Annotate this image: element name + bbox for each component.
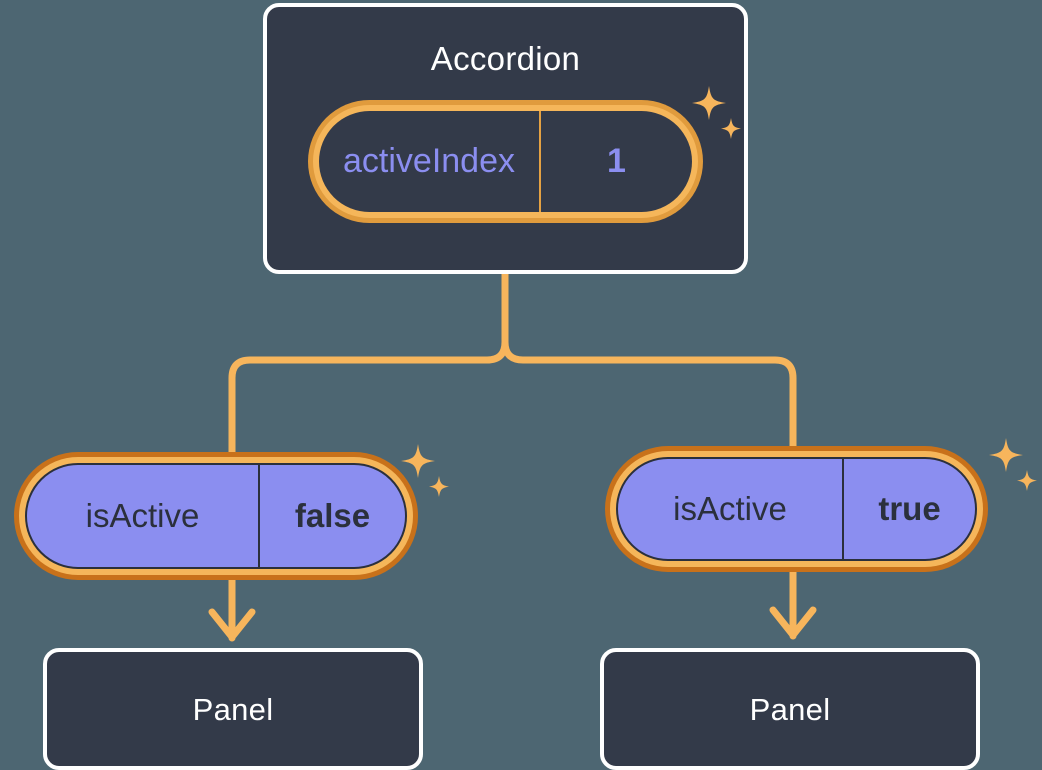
panel-title-left: Panel xyxy=(192,692,274,727)
accordion-title: Accordion xyxy=(430,40,581,77)
connector-root-to-branches xyxy=(501,270,797,459)
state-value-active-index: 1 xyxy=(607,142,626,180)
panel-title-right: Panel xyxy=(749,692,831,727)
panel-component-card-left[interactable]: Panel xyxy=(43,648,423,770)
state-key-active-index: activeIndex xyxy=(319,111,541,212)
state-pill-active-index[interactable]: activeIndex 1 xyxy=(308,100,703,223)
pill-body: isActive true xyxy=(616,457,977,561)
connector-root-to-left-branch xyxy=(228,338,509,464)
pill-body: isActive false xyxy=(25,463,407,569)
state-key-is-active-left: isActive xyxy=(27,465,260,567)
state-pill-is-active-right[interactable]: isActive true xyxy=(605,446,988,572)
panel-component-card-right[interactable]: Panel xyxy=(600,648,980,770)
state-value-is-active-right: true xyxy=(878,490,941,527)
connector-right-state-to-panel xyxy=(769,566,817,640)
state-pill-is-active-left[interactable]: isActive false xyxy=(14,452,418,580)
pill-body: activeIndex 1 xyxy=(319,111,692,212)
sparkles-icon-right xyxy=(989,438,1037,491)
sparkles-icon-root xyxy=(692,86,741,139)
sparkles-icon-left xyxy=(401,444,449,497)
connector-left-state-to-panel xyxy=(208,574,256,642)
state-key-is-active-right: isActive xyxy=(618,459,844,559)
state-value-is-active-left: false xyxy=(294,497,371,534)
